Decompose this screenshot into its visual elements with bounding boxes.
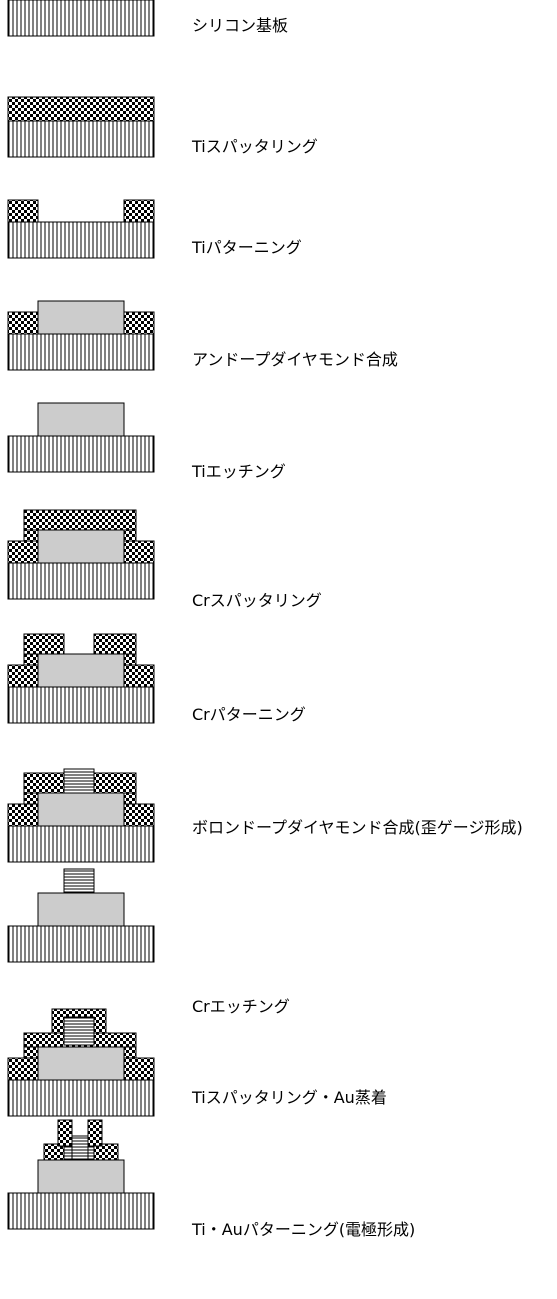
silicon-substrate: [7, 925, 155, 963]
process-step-10-cross-section: [7, 1008, 155, 1117]
undoped-diamond-layer: [37, 300, 125, 335]
process-step-5-cross-section: [7, 402, 155, 473]
cr-film-side-right: [123, 540, 155, 564]
undoped-diamond-layer: [37, 1159, 125, 1194]
cr-pattern-side-right: [123, 803, 155, 827]
process-step-10-label: Tiスパッタリング・Au蒸着: [192, 1088, 387, 1107]
ti-au-film-side-left: [7, 1057, 39, 1081]
process-step-4-cross-section: [7, 300, 155, 371]
ti-au-film-wall-right: [123, 1046, 137, 1059]
process-step-5-label: Tiエッチング: [192, 462, 286, 481]
undoped-diamond-layer: [37, 653, 125, 688]
cr-film-wall-right: [123, 529, 137, 542]
cr-pattern-wall-right: [123, 792, 137, 805]
ti-au-film-side-right: [123, 1057, 155, 1081]
process-step-11-label: Ti・Auパターニング(電極形成): [192, 1220, 416, 1239]
silicon-substrate: [7, 686, 155, 724]
cr-pattern-wall-left: [23, 792, 39, 805]
electrode-post-right: [87, 1119, 103, 1147]
cr-pattern-top-left: [23, 633, 65, 655]
cr-film-top: [23, 509, 137, 531]
silicon-substrate: [7, 435, 155, 473]
cr-pattern-wall-right: [123, 653, 137, 666]
process-step-1-cross-section: [7, 0, 155, 37]
undoped-diamond-layer: [37, 1046, 125, 1081]
process-step-8-label: ボロンドープダイヤモンド合成(歪ゲージ形成): [192, 818, 523, 837]
cr-pattern-top-right: [93, 633, 137, 655]
boron-doped-diamond-strain-gauge: [63, 768, 95, 794]
cr-pattern-wall-left: [23, 653, 39, 666]
cr-film-wall-left: [23, 529, 39, 542]
boron-doped-diamond-strain-gauge: [63, 868, 95, 894]
silicon-substrate: [7, 825, 155, 863]
silicon-substrate: [7, 1192, 155, 1230]
ti-pattern-left: [7, 199, 39, 223]
ti-pattern-right: [123, 199, 155, 223]
process-step-7-cross-section: [7, 633, 155, 724]
process-step-3-label: Tiパターニング: [192, 238, 302, 257]
electrode-pad-left: [43, 1143, 65, 1161]
silicon-substrate: [7, 0, 155, 37]
undoped-diamond-layer: [37, 529, 125, 564]
process-step-9-cross-section: [7, 868, 155, 963]
process-step-6-cross-section: [7, 509, 155, 600]
undoped-diamond-layer: [37, 792, 125, 827]
silicon-substrate: [7, 221, 155, 259]
process-step-11-cross-section: [7, 1119, 155, 1230]
cr-pattern-top-left: [23, 772, 65, 794]
silicon-substrate: [7, 562, 155, 600]
cr-pattern-side-right: [123, 664, 155, 688]
silicon-substrate: [7, 1079, 155, 1117]
silicon-substrate: [7, 333, 155, 371]
process-step-7-label: Crパターニング: [192, 705, 306, 724]
boron-doped-diamond-strain-gauge: [71, 1137, 89, 1161]
process-step-9-label: Crエッチング: [192, 997, 290, 1016]
electrode-pad-right: [93, 1143, 119, 1161]
ti-film: [7, 96, 155, 122]
silicon-substrate: [7, 120, 155, 158]
ti-pattern-left: [7, 311, 39, 335]
process-step-4-label: アンドープダイヤモンド合成: [192, 350, 398, 369]
cr-film-side-left: [7, 540, 39, 564]
cr-pattern-top-right: [93, 772, 137, 794]
ti-au-film-wall-left: [23, 1046, 39, 1059]
ti-au-film-gauge-core: [63, 1016, 95, 1046]
electrode-post-left: [57, 1119, 73, 1147]
undoped-diamond-layer: [37, 402, 125, 437]
undoped-diamond-layer: [37, 892, 125, 927]
cr-pattern-side-left: [7, 664, 39, 688]
process-step-3-cross-section: [7, 199, 155, 259]
ti-pattern-right: [123, 311, 155, 335]
process-step-2-label: Tiスパッタリング: [192, 137, 318, 156]
process-step-2-cross-section: [7, 96, 155, 158]
process-step-8-cross-section: [7, 768, 155, 863]
process-step-6-label: Crスパッタリング: [192, 591, 322, 610]
process-step-1-label: シリコン基板: [192, 16, 289, 35]
cr-pattern-side-left: [7, 803, 39, 827]
